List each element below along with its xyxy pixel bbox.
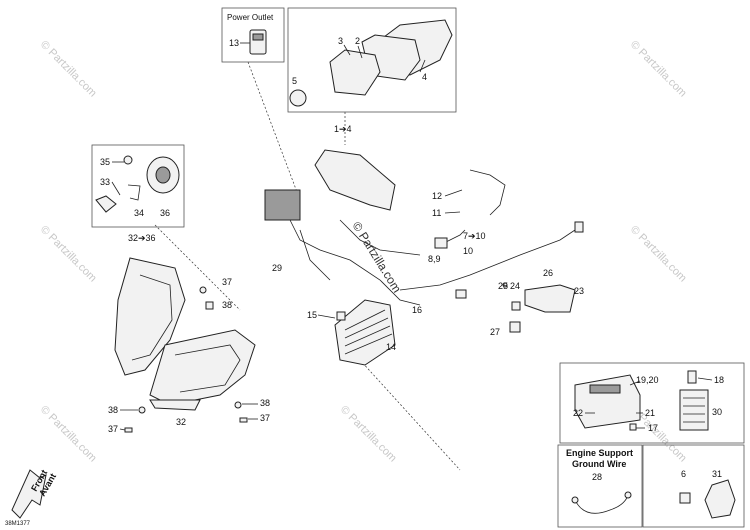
callout: 21	[645, 408, 655, 418]
headlight-lower	[149, 329, 256, 411]
callout: 38	[108, 405, 118, 415]
bulb-clip	[127, 184, 141, 201]
watermark: © Partzilla.com	[38, 404, 99, 465]
leader-line	[247, 61, 301, 201]
gauge-lens	[329, 49, 381, 96]
relay	[264, 189, 301, 221]
callout: 23	[574, 286, 584, 296]
callout: 27	[490, 327, 500, 337]
callout: 36	[160, 208, 170, 218]
diagram-code: 38M1377	[5, 521, 31, 527]
callout: 2	[355, 36, 360, 46]
callout: 32➔36	[128, 233, 156, 243]
callout: 34	[134, 208, 144, 218]
fuse-box	[574, 374, 641, 429]
callout: 37	[260, 413, 270, 423]
watermark: © Partzilla.com	[38, 39, 99, 100]
callout: 30	[712, 407, 722, 417]
callout: 3	[338, 36, 343, 46]
power-outlet-title: Power Outlet	[227, 13, 274, 22]
callouts: 13 2 3 4 5 1➔4 35 33 34 36 32➔36 12 11 7…	[100, 36, 724, 482]
bracket	[524, 284, 576, 313]
callout: 15	[307, 310, 317, 320]
callout: 14	[386, 342, 396, 352]
watermark: © Partzilla.com	[628, 39, 689, 100]
connector	[574, 221, 584, 233]
callout: 17	[648, 423, 658, 433]
instrument-support	[314, 149, 396, 211]
callout: 11	[432, 208, 441, 218]
callout: 7➔10	[463, 231, 486, 241]
clip	[509, 321, 521, 333]
fuse	[687, 370, 697, 384]
watermark: © Partzilla.com	[38, 224, 99, 285]
callout: 1➔4	[334, 124, 352, 134]
gauge-box	[287, 7, 457, 113]
engine-support-title-2: Ground Wire	[572, 459, 626, 469]
fuse-clip-box	[642, 444, 745, 528]
connector	[455, 289, 467, 299]
callout: 37	[222, 277, 232, 287]
gasket	[704, 479, 736, 519]
ground-wire	[574, 494, 629, 514]
center-watermark: © Partzilla.com	[349, 219, 404, 295]
callout: 32	[176, 417, 186, 427]
power-outlet-box: Power Outlet	[221, 7, 285, 63]
bulb-small	[123, 155, 133, 165]
fuse-chart	[679, 389, 709, 431]
callout: 33	[100, 177, 110, 187]
callout: 26	[543, 268, 553, 278]
screw	[124, 427, 133, 433]
clip	[679, 492, 691, 504]
callout: 37	[108, 424, 118, 434]
front-arrow: Front Avant	[11, 468, 58, 519]
fuse-box-group	[559, 362, 745, 444]
bulb	[95, 195, 117, 213]
wiring-harness	[264, 149, 584, 306]
connector	[434, 237, 448, 249]
callout: 16	[412, 305, 422, 315]
callout: 4	[422, 72, 427, 82]
engine-support-box: Engine Support Ground Wire	[557, 444, 643, 528]
callout: 22	[573, 408, 583, 418]
callout: 28	[592, 472, 602, 482]
callout: 31	[712, 469, 722, 479]
callout: 38	[260, 398, 270, 408]
callout: 10	[463, 246, 473, 256]
callout-leaders	[111, 42, 713, 431]
callout: 5	[292, 76, 297, 86]
callout: 6	[681, 469, 686, 479]
callout: 29	[272, 263, 282, 273]
callout: 13	[229, 38, 239, 48]
watermark: © Partzilla.com	[628, 224, 689, 285]
leader-line	[154, 224, 241, 311]
screw	[239, 417, 248, 423]
callout: 24	[510, 281, 520, 291]
gauge-knob	[289, 89, 307, 107]
callout: 12	[432, 191, 442, 201]
callout: 38	[222, 300, 232, 310]
callout: 35	[100, 157, 110, 167]
voltage-regulator	[334, 299, 396, 366]
engine-support-title-1: Engine Support	[566, 448, 633, 458]
leader-line	[359, 359, 461, 471]
callout: 25	[498, 281, 508, 291]
headlight-bulb-box	[91, 144, 185, 228]
clip	[511, 301, 521, 311]
watermark: © Partzilla.com	[338, 404, 399, 465]
callout: 18	[714, 375, 724, 385]
callout: 8,9	[428, 254, 441, 264]
headlight-upper	[114, 257, 186, 376]
callout: 19,20	[636, 375, 659, 385]
